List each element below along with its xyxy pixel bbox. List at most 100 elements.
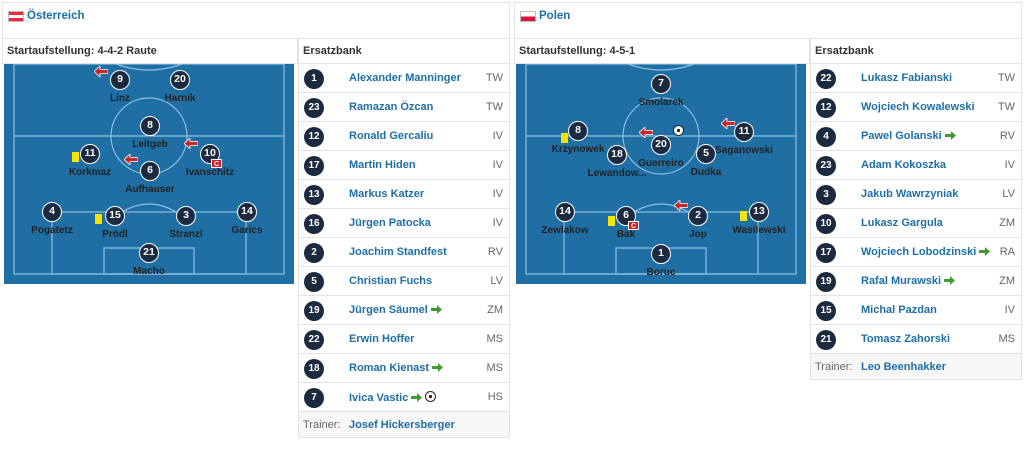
player-link[interactable]: Pawel Golanski xyxy=(861,130,942,142)
yellow-card-icon xyxy=(561,133,568,143)
player-marker[interactable]: 14 Zewlakow xyxy=(519,202,609,242)
team-poland: Polen Startaufstellung: 4-5-1 Ersatzbank… xyxy=(512,0,1024,451)
player-marker[interactable]: 13 Wasilewski xyxy=(713,202,803,242)
trainer-link[interactable]: Leo Beenhakker xyxy=(861,361,946,373)
bench-row: 23 Adam Kokoszka IV xyxy=(810,151,1022,180)
player-link[interactable]: Roman Kienast xyxy=(349,362,430,374)
bench-row: 23 Ramazan Özcan TW xyxy=(298,93,510,122)
austria-flag-icon xyxy=(8,11,24,22)
substitution-out-icon xyxy=(93,65,109,78)
player-link[interactable]: Markus Katzer xyxy=(349,188,425,200)
player-link[interactable]: Ivica Vastic xyxy=(349,392,409,404)
player-marker[interactable]: 20 Harnik xyxy=(134,70,224,110)
player-marker[interactable]: 21 Macho xyxy=(103,243,193,283)
bench-row: 7 Ivica Vastic HS xyxy=(298,383,510,412)
player-marker[interactable]: 11 Korkmaz xyxy=(44,144,134,184)
player-link[interactable]: Ramazan Özcan xyxy=(349,101,434,113)
player-link[interactable]: Ronald Gercaliu xyxy=(349,130,434,142)
bench-row: 16 Jürgen Patocka IV xyxy=(298,209,510,238)
bench-row: 10 Lukasz Gargula ZM xyxy=(810,209,1022,238)
player-link[interactable]: Lukasz Gargula xyxy=(861,217,943,229)
bench-list: 22 Lukasz Fabianski TW 12 Wojciech Kowal… xyxy=(810,64,1022,380)
bench-row: 19 Jürgen Säumel ZM xyxy=(298,296,510,325)
player-link[interactable]: Adam Kokoszka xyxy=(861,159,946,171)
player-marker[interactable]: 4 Pogatetz xyxy=(6,202,96,242)
bench-row: 17 Wojciech Lobodzinski RA xyxy=(810,238,1022,267)
bench-row: 13 Markus Katzer IV xyxy=(298,180,510,209)
player-link[interactable]: Erwin Hoffer xyxy=(349,333,415,345)
bench-heading: Ersatzbank xyxy=(298,38,510,64)
player-marker[interactable]: 1 Boruc xyxy=(615,244,705,284)
bench-row: 17 Martin Hiden IV xyxy=(298,151,510,180)
bench-list: 1 Alexander Manninger TW 23 Ramazan Özca… xyxy=(298,64,510,438)
player-link[interactable]: Christian Fuchs xyxy=(349,275,433,287)
bench-row: 2 Joachim Standfest RV xyxy=(298,238,510,267)
player-marker[interactable]: 5 Dudka xyxy=(660,144,750,184)
player-marker[interactable]: 8 Leitgeb xyxy=(104,116,194,156)
player-link[interactable]: Joachim Standfest xyxy=(349,246,447,258)
yellow-card-icon xyxy=(740,211,747,221)
player-marker[interactable]: 20 Guerreiro xyxy=(615,135,705,175)
player-marker[interactable]: 14 Garics xyxy=(201,202,291,242)
player-link[interactable]: Jakub Wawrzyniak xyxy=(861,188,959,200)
substitution-in-icon xyxy=(432,363,444,372)
trainer-row: Trainer: Josef Hickersberger xyxy=(298,412,510,438)
player-marker[interactable]: 7 Smolarek xyxy=(615,74,705,114)
player-link[interactable]: Tomasz Zahorski xyxy=(861,333,951,345)
yellow-card-icon xyxy=(608,216,615,226)
bench-row: 22 Erwin Hoffer MS xyxy=(298,325,510,354)
player-marker[interactable]: 11 Saganowski xyxy=(698,122,788,162)
bench-row: 12 Wojciech Kowalewski TW xyxy=(810,93,1022,122)
bench-row: 15 Michal Pazdan IV xyxy=(810,296,1022,325)
player-link[interactable]: Rafal Murawski xyxy=(861,275,942,287)
player-link[interactable]: Jürgen Patocka xyxy=(349,217,431,229)
poland-flag-icon xyxy=(520,11,536,22)
substitution-in-icon xyxy=(430,305,442,314)
bench-row: 3 Jakub Wawrzyniak LV xyxy=(810,180,1022,209)
bench-row: 4 Pawel Golanski RV xyxy=(810,122,1022,151)
bench-row: 12 Ronald Gercaliu IV xyxy=(298,122,510,151)
yellow-card-icon xyxy=(95,214,102,224)
player-link[interactable]: Jürgen Säumel xyxy=(349,304,428,316)
player-link[interactable]: Martin Hiden xyxy=(349,159,416,171)
goal-ball-icon xyxy=(425,391,437,402)
player-link[interactable]: Alexander Manninger xyxy=(349,72,461,84)
player-link[interactable]: Lukasz Fabianski xyxy=(861,72,953,84)
team-header: Polen xyxy=(514,2,1022,38)
team-header: Österreich xyxy=(2,2,510,38)
player-marker[interactable]: 8 Krzynowek xyxy=(532,121,622,161)
substitution-in-icon xyxy=(944,131,956,140)
bench-row: 1 Alexander Manninger TW xyxy=(298,64,510,93)
substitution-in-icon xyxy=(979,247,991,256)
bench-row: 22 Lukasz Fabianski TW xyxy=(810,64,1022,93)
bench-row: 21 Tomasz Zahorski MS xyxy=(810,325,1022,354)
player-marker[interactable]: 2 Jop xyxy=(652,206,742,246)
substitution-in-icon xyxy=(411,393,423,402)
player-marker[interactable]: 9 Linz xyxy=(74,70,164,110)
lineup-heading: Startaufstellung: 4-4-2 Raute xyxy=(2,38,298,64)
bench-row: 18 Roman Kienast MS xyxy=(298,354,510,383)
bench-heading: Ersatzbank xyxy=(810,38,1022,64)
yellow-card-icon xyxy=(72,152,79,162)
pitch: 7 Smolarek 8 Krzynowek 20 Guerreiro 11 S… xyxy=(516,64,806,284)
goal-ball-icon xyxy=(673,125,684,136)
team-name-link[interactable]: Polen xyxy=(539,10,571,22)
trainer-row: Trainer: Leo Beenhakker xyxy=(810,354,1022,380)
bench-row: 19 Rafal Murawski ZM xyxy=(810,267,1022,296)
player-marker[interactable]: 15 Prödl xyxy=(69,206,159,246)
player-marker[interactable]: 3 Stranzl xyxy=(140,206,230,246)
player-link[interactable]: Michal Pazdan xyxy=(861,304,937,316)
captain-badge-icon: C xyxy=(628,221,639,230)
captain-badge-icon: C xyxy=(211,159,222,168)
player-link[interactable]: Wojciech Lobodzinski xyxy=(861,246,977,258)
lineup-heading: Startaufstellung: 4-5-1 xyxy=(514,38,810,64)
team-austria: Österreich Startaufstellung: 4-4-2 Raute… xyxy=(2,2,510,438)
player-link[interactable]: Wojciech Kowalewski xyxy=(861,101,975,113)
pitch: 9 Linz 20 Harnik 8 Leitgeb 11 Korkmaz 10… xyxy=(4,64,294,284)
player-marker[interactable]: 6 Aufhauser xyxy=(104,161,194,201)
player-marker[interactable]: 18 Lewandow... xyxy=(571,145,661,185)
trainer-link[interactable]: Josef Hickersberger xyxy=(349,419,455,431)
team-name-link[interactable]: Österreich xyxy=(27,10,85,22)
bench-row: 5 Christian Fuchs LV xyxy=(298,267,510,296)
substitution-out-icon xyxy=(183,137,199,150)
